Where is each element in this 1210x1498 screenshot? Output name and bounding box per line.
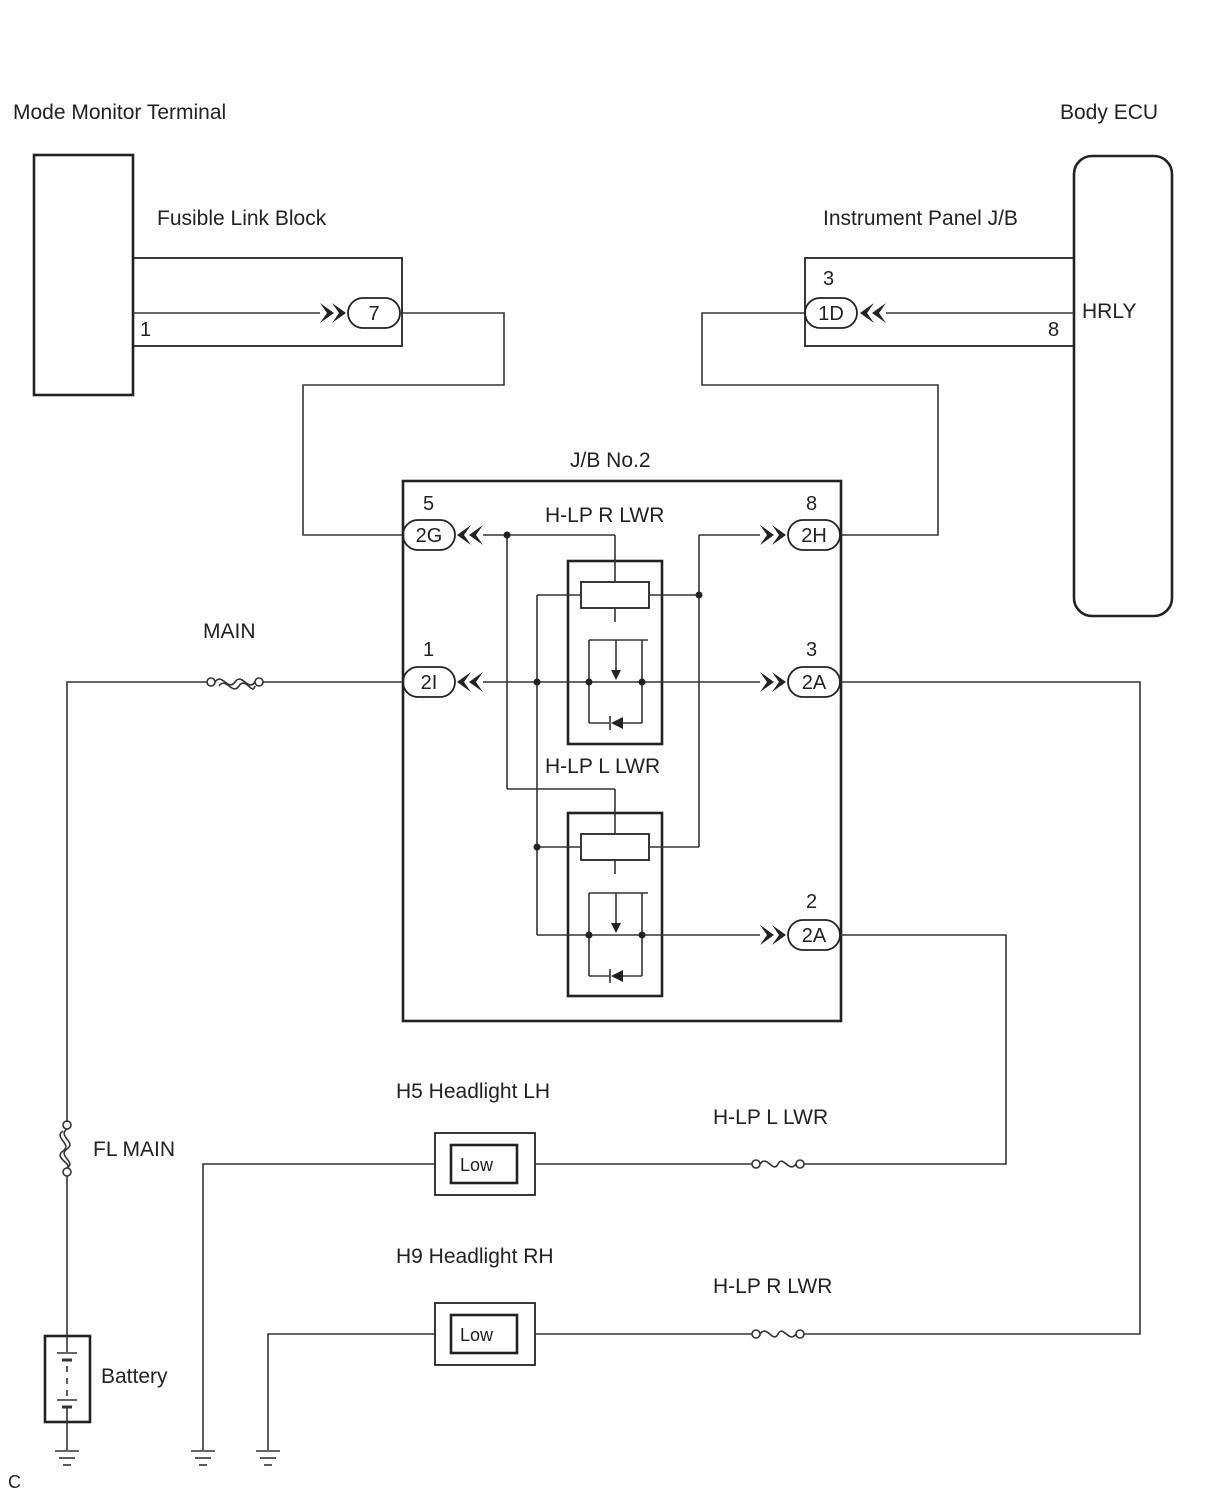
fl-main-label: FL MAIN bbox=[93, 1138, 175, 1161]
mmt-pin-1: 1 bbox=[140, 319, 151, 341]
connector-jb-2i: 2I bbox=[402, 666, 456, 698]
main-fuse-label: MAIN bbox=[203, 620, 256, 643]
connector-arrow-2g bbox=[457, 525, 483, 545]
connector-arrow-flb bbox=[320, 303, 346, 323]
relay-r-label: H-LP R LWR bbox=[545, 504, 664, 527]
ground-icon-battery bbox=[55, 1450, 79, 1466]
fusible-link-block-box bbox=[132, 257, 403, 347]
fl-main-fuse-icon bbox=[59, 1120, 72, 1177]
body-ecu-box bbox=[1072, 154, 1174, 618]
headlight-rh-lamp: Low bbox=[434, 1302, 536, 1366]
jb-pin-3: 3 bbox=[806, 639, 817, 661]
mode-monitor-terminal-box bbox=[32, 153, 135, 397]
connector-jb-2a-bottom: 2A bbox=[787, 919, 841, 951]
svg-text:1D: 1D bbox=[818, 303, 844, 325]
headlight-lh-lamp: Low bbox=[434, 1132, 536, 1196]
svg-text:2I: 2I bbox=[421, 672, 438, 694]
relay-l bbox=[566, 811, 664, 998]
main-fuse-icon bbox=[206, 677, 264, 690]
fuse-r-lwr-label: H-LP R LWR bbox=[713, 1275, 832, 1298]
jb-pin-5: 5 bbox=[423, 493, 434, 515]
connector-flb-7: 7 bbox=[347, 297, 401, 329]
svg-text:2A: 2A bbox=[802, 672, 827, 694]
body-ecu-label: Body ECU bbox=[1060, 101, 1158, 124]
headlight-rh-label: H9 Headlight RH bbox=[396, 1245, 554, 1268]
fuse-l-lwr-label: H-LP L LWR bbox=[713, 1106, 828, 1129]
svg-text:2G: 2G bbox=[416, 525, 443, 547]
corner-mark: C bbox=[8, 1472, 21, 1492]
fusible-link-block-label: Fusible Link Block bbox=[157, 207, 327, 230]
connector-jb-2h: 2H bbox=[787, 519, 841, 551]
jb-pin-2: 2 bbox=[806, 891, 817, 913]
hrly-label: HRLY bbox=[1082, 300, 1136, 323]
ground-icon-lh bbox=[191, 1450, 215, 1466]
connector-ip-1d: 1D bbox=[804, 297, 858, 329]
jb-pin-1: 1 bbox=[423, 639, 434, 661]
battery-label: Battery bbox=[101, 1365, 168, 1388]
connector-arrow-ip bbox=[860, 303, 886, 323]
svg-text:7: 7 bbox=[368, 303, 379, 325]
connector-arrow-2i bbox=[457, 672, 483, 692]
connector-jb-2g: 2G bbox=[402, 519, 456, 551]
ip-pin-3: 3 bbox=[823, 268, 834, 290]
relay-l-label: H-LP L LWR bbox=[545, 755, 660, 778]
connector-arrow-2h bbox=[760, 525, 786, 545]
headlight-lh-low-label: Low bbox=[460, 1155, 494, 1175]
headlight-lh-label: H5 Headlight LH bbox=[396, 1080, 550, 1103]
connector-arrow-2a-top bbox=[760, 672, 786, 692]
mode-monitor-terminal-label: Mode Monitor Terminal bbox=[13, 101, 226, 124]
headlight-rh-low-label: Low bbox=[460, 1325, 494, 1345]
svg-text:2A: 2A bbox=[802, 925, 827, 947]
connector-jb-2a-top: 2A bbox=[787, 666, 841, 698]
fuse-r-lwr-icon bbox=[751, 1329, 805, 1339]
jb-pin-8: 8 bbox=[806, 493, 817, 515]
svg-text:2H: 2H bbox=[801, 525, 827, 547]
jb-no2-box bbox=[401, 479, 843, 1023]
ground-icon-rh bbox=[256, 1450, 280, 1466]
battery-icon bbox=[43, 1334, 92, 1424]
fuse-l-lwr-icon bbox=[751, 1159, 805, 1169]
jb-no2-label: J/B No.2 bbox=[570, 449, 651, 472]
connector-arrow-2a-bottom bbox=[760, 925, 786, 945]
relay-r bbox=[566, 559, 664, 746]
instrument-panel-jb-label: Instrument Panel J/B bbox=[823, 207, 1018, 230]
ecu-pin-8: 8 bbox=[1048, 319, 1059, 341]
instrument-panel-jb-box bbox=[804, 257, 1075, 347]
